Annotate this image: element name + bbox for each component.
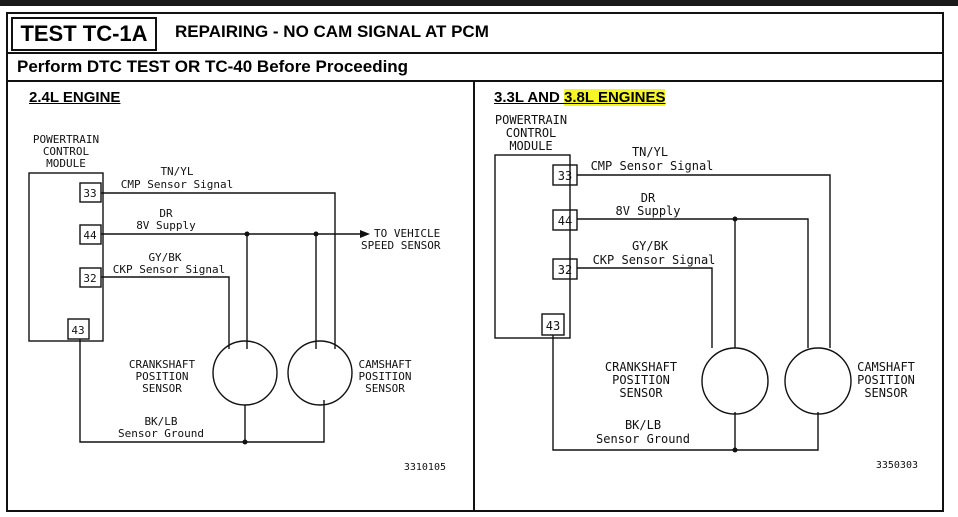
test-id-box: TEST TC-1A	[11, 17, 157, 51]
left-supply-label: 8V Supply	[136, 219, 196, 232]
right-ckp-wire	[577, 267, 713, 348]
left-pin-33: 33	[83, 187, 96, 200]
right-cam-label-3: SENSOR	[864, 386, 908, 400]
left-vss-label-2: SPEED SENSOR	[361, 239, 441, 252]
right-pin-33: 33	[558, 169, 572, 183]
left-vss-label-1: TO VEHICLE	[374, 227, 440, 240]
right-crank-sensor	[701, 347, 769, 415]
left-crank-sensor	[212, 340, 278, 406]
right-supply-wire	[577, 218, 809, 348]
left-splice-supply-crank	[244, 231, 250, 237]
left-ckp-color: GY/BK	[148, 251, 181, 264]
right-figure-number: 3350303	[876, 460, 918, 471]
right-module-label-1: POWERTRAIN	[495, 113, 567, 127]
right-ground-color: BK/LB	[625, 418, 661, 432]
left-pin-32: 32	[83, 272, 96, 285]
instruction-text: Perform DTC TEST OR TC-40 Before Proceed…	[17, 57, 409, 76]
left-crank-label-1: CRANKSHAFT	[129, 358, 196, 371]
left-crank-label-3: SENSOR	[142, 382, 182, 395]
right-pin-32-box	[552, 258, 578, 280]
right-module-label-2: CONTROL	[506, 126, 557, 140]
right-supply-label: 8V Supply	[615, 204, 680, 218]
left-ground-label: Sensor Ground	[118, 427, 204, 440]
header-divider	[6, 52, 944, 54]
right-cam-sensor	[784, 347, 852, 415]
left-ground-wire	[79, 339, 325, 443]
left-figure-number: 3310105	[404, 462, 446, 473]
right-heading-highlight: 3.8L ENGINES	[564, 89, 666, 106]
left-crank-label-2: POSITION	[136, 370, 189, 383]
left-ground-color: BK/LB	[144, 415, 177, 428]
right-cmp-color: TN/YL	[632, 145, 668, 159]
right-module-label-3: MODULE	[509, 139, 552, 153]
right-splice-ground	[732, 447, 738, 453]
right-pin-44-box	[552, 209, 578, 231]
left-cam-label-3: SENSOR	[365, 382, 405, 395]
left-module-label-3: MODULE	[46, 157, 86, 170]
right-pin-44: 44	[558, 214, 572, 228]
left-module-label-1: POWERTRAIN	[33, 133, 99, 146]
right-ground-wire	[552, 335, 819, 451]
left-pin-44: 44	[83, 229, 97, 242]
right-panel-heading: 3.3L AND 3.8L ENGINES	[494, 89, 666, 106]
right-crank-label-2: POSITION	[612, 373, 670, 387]
right-pcm-box	[494, 154, 571, 339]
left-ckp-wire	[101, 276, 230, 349]
left-splice-supply-cam	[313, 231, 319, 237]
right-splice-supply	[732, 216, 738, 222]
left-cmp-label: CMP Sensor Signal	[121, 178, 234, 191]
left-cam-label-2: POSITION	[359, 370, 412, 383]
left-cmp-color: TN/YL	[160, 165, 193, 178]
right-cmp-wire	[577, 174, 831, 348]
right-heading-plain: 3.3L AND	[494, 89, 565, 106]
left-supply-color: DR	[159, 207, 173, 220]
panel-divider	[473, 80, 475, 512]
left-pcm-box	[28, 172, 104, 342]
left-cam-sensor	[287, 340, 353, 406]
left-panel-heading: 2.4L ENGINE	[29, 89, 121, 106]
right-crank-label-1: CRANKSHAFT	[605, 360, 677, 374]
right-ckp-color: GY/BK	[632, 239, 669, 253]
left-module-label-2: CONTROL	[43, 145, 90, 158]
right-cam-label-2: POSITION	[857, 373, 915, 387]
page-title: REPAIRING - NO CAM SIGNAL AT PCM	[175, 22, 489, 41]
right-pin-32: 32	[558, 263, 572, 277]
vss-arrow-icon	[360, 230, 370, 238]
page-frame	[6, 12, 944, 512]
left-ckp-label: CKP Sensor Signal	[113, 263, 226, 276]
left-pin-43: 43	[71, 324, 84, 337]
right-crank-label-3: SENSOR	[619, 386, 663, 400]
right-ckp-label: CKP Sensor Signal	[593, 253, 716, 267]
left-splice-ground	[242, 439, 248, 445]
instruction-divider	[6, 80, 944, 82]
top-border	[0, 0, 958, 6]
right-cam-label-1: CAMSHAFT	[857, 360, 915, 374]
left-cmp-wire	[101, 192, 336, 349]
left-cam-label-1: CAMSHAFT	[359, 358, 412, 371]
right-ground-label: Sensor Ground	[596, 432, 690, 446]
right-supply-color: DR	[641, 191, 656, 205]
right-pin-43: 43	[546, 319, 560, 333]
right-cmp-label: CMP Sensor Signal	[591, 159, 714, 173]
left-pin-43-box	[67, 318, 90, 340]
